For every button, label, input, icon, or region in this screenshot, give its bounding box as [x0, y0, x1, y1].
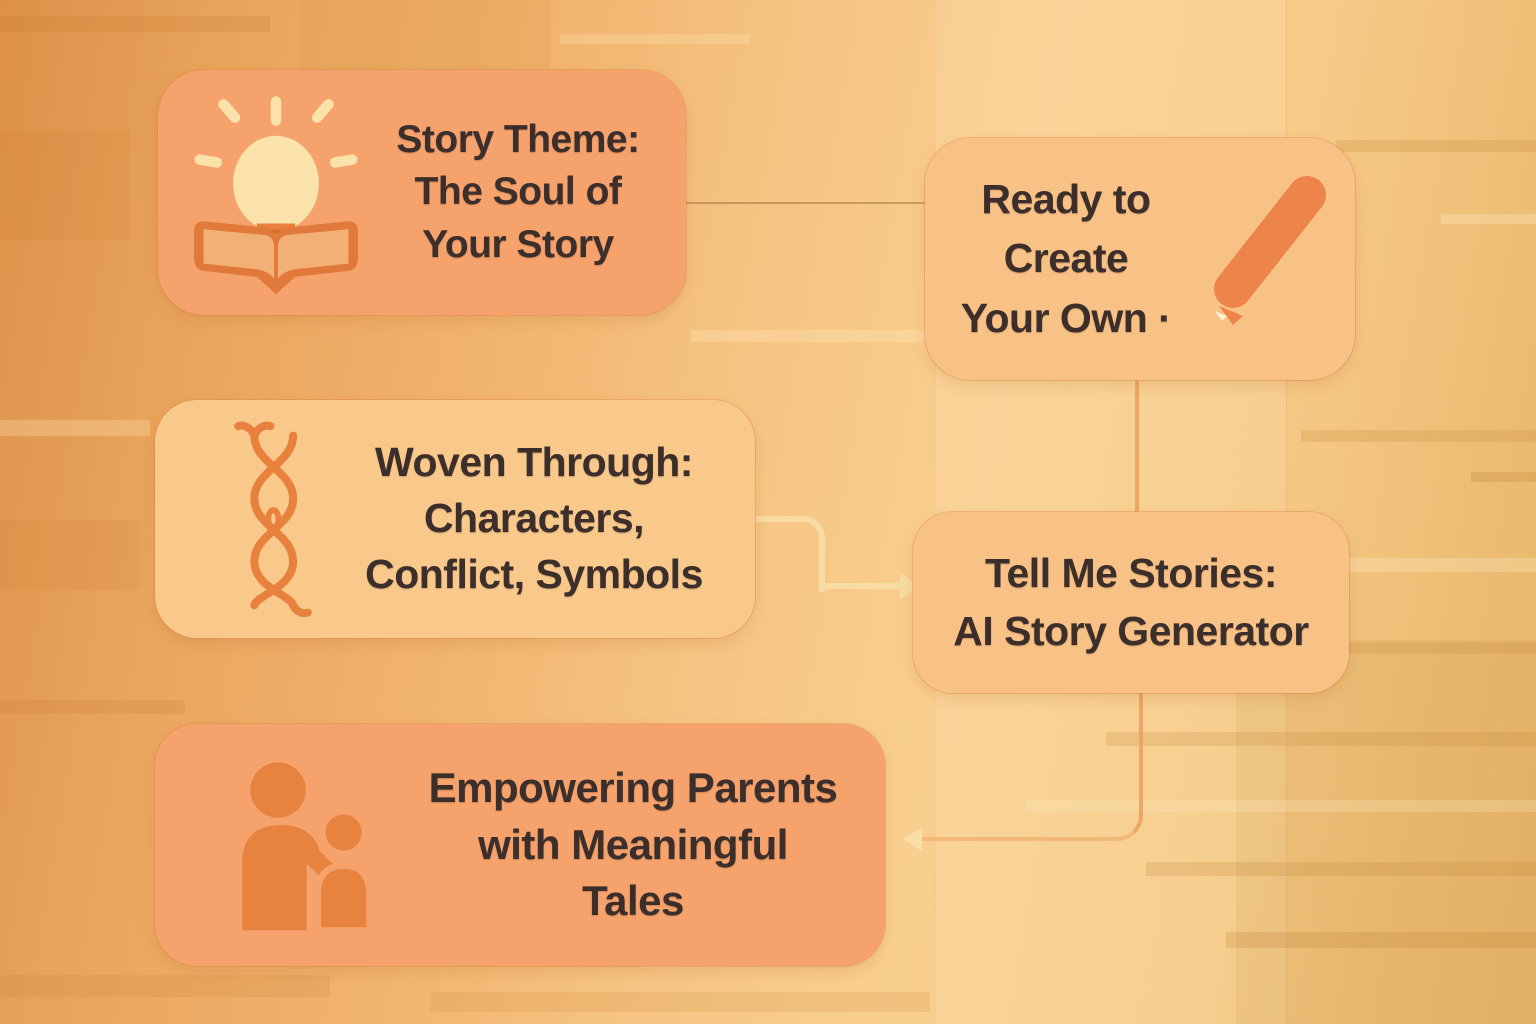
parents-icon [215, 750, 415, 940]
background-streak [0, 975, 330, 997]
background-streak [560, 34, 750, 44]
node-text-line: The Soul of [414, 170, 622, 214]
node-text-line: with Meaningful [478, 820, 788, 868]
background-streak [0, 520, 140, 590]
node-text-line: Tell Me Stories: [985, 550, 1277, 597]
node-text-line: Tales [582, 877, 684, 925]
background-streak [1301, 430, 1536, 442]
node-woven-through-label: Woven Through: Characters, Conflict, Sym… [343, 435, 725, 602]
node-text-line: AI Story Generator [953, 607, 1309, 654]
background-streak [1471, 472, 1536, 482]
background-streak [1441, 214, 1536, 224]
background-streak [0, 420, 150, 436]
node-text-line: Create [1003, 235, 1129, 282]
background-streak [1336, 140, 1536, 152]
node-story-theme: Story Theme: The Soul of Your Story [158, 70, 686, 315]
node-text-line: Your Own · [960, 294, 1172, 341]
background-streak [0, 16, 270, 32]
background-streak [430, 992, 930, 1012]
node-text-line: Story Theme: [396, 117, 640, 161]
node-text-line: Your Story [422, 222, 614, 266]
background-streak [0, 130, 130, 240]
connector-story-theme-to-ready [686, 202, 926, 204]
pencil-icon [1181, 159, 1341, 359]
book-bulb-icon [176, 87, 376, 299]
node-woven-through: Woven Through: Characters, Conflict, Sym… [155, 400, 755, 638]
node-text-line: Ready to [981, 175, 1151, 222]
node-text-line: Woven Through: [375, 439, 693, 486]
node-tell-me-stories: Tell Me Stories: AI Story Generator [913, 512, 1349, 693]
node-ready-to-create: Ready to Create Your Own · [925, 138, 1355, 380]
node-text-line: Empowering Parents [428, 763, 838, 811]
node-ready-to-create-label: Ready to Create Your Own · [951, 170, 1181, 348]
node-text-line: Characters, [423, 495, 645, 542]
braid-icon [203, 419, 343, 619]
node-text-line: Conflict, Symbols [365, 550, 703, 597]
background-streak [0, 700, 185, 714]
node-empowering-parents-label: Empowering Parents with Meaningful Tales [415, 760, 851, 930]
node-story-theme-label: Story Theme: The Soul of Your Story [376, 114, 660, 272]
node-tell-me-stories-label: Tell Me Stories: AI Story Generator [927, 545, 1335, 660]
connector-woven-to-generator-run [820, 583, 904, 589]
connector-woven-to-generator-elbow [755, 516, 825, 592]
node-empowering-parents: Empowering Parents with Meaningful Tales [155, 724, 885, 966]
connector-arrowhead-left-icon [903, 827, 922, 851]
